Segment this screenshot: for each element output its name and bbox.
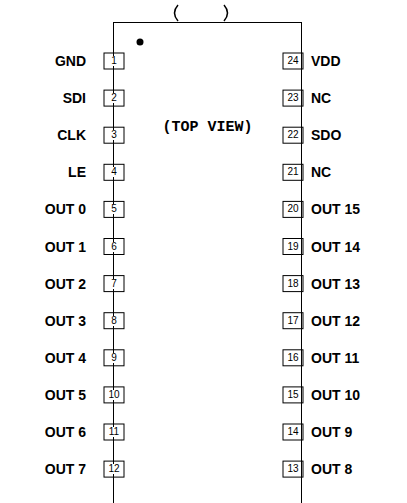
pin-name: NC (311, 165, 331, 179)
pin-name: OUT 2 (45, 277, 86, 291)
pin-number: 9 (110, 353, 118, 363)
pin-box (104, 424, 124, 440)
pin-number: 18 (286, 279, 299, 289)
pin-number: 15 (286, 390, 299, 400)
pin-name: GND (55, 54, 86, 68)
pin-box (283, 90, 303, 106)
pin-number: 12 (107, 464, 120, 474)
pin-name: VDD (311, 54, 341, 68)
pin-box (283, 164, 303, 180)
pin-number: 22 (286, 130, 299, 140)
view-label: (TOP VIEW) (114, 119, 301, 136)
pin-number: 10 (107, 390, 120, 400)
pin-number: 1 (110, 56, 118, 66)
notch-mark (175, 5, 179, 21)
pin-name: CLK (57, 128, 86, 142)
pin-number: 2 (110, 93, 118, 103)
pin-name: OUT 5 (45, 388, 86, 402)
pin-box (283, 461, 303, 477)
pin-name: OUT 0 (45, 202, 86, 216)
pin-name: OUT 15 (311, 202, 360, 216)
pin-box (283, 313, 303, 329)
pin-number: 13 (286, 464, 299, 474)
pin-box (283, 127, 303, 143)
pin-name: SDI (63, 91, 86, 105)
pin-box (104, 276, 124, 292)
pin-name: NC (311, 91, 331, 105)
pin-box (104, 164, 124, 180)
pin-number: 24 (286, 56, 299, 66)
pin-number: 3 (110, 130, 118, 140)
pin-number: 19 (286, 242, 299, 252)
pin-name: OUT 10 (311, 388, 360, 402)
pin-number: 11 (108, 427, 120, 437)
pin-number: 20 (286, 204, 299, 214)
pin-number: 6 (110, 242, 118, 252)
pin-name: OUT 11 (311, 351, 359, 365)
pin-number: 17 (286, 316, 299, 326)
pin-name: OUT 12 (311, 314, 360, 328)
pin-box (104, 201, 124, 217)
pin-box (283, 201, 303, 217)
pin-box (283, 387, 303, 403)
pin-box (104, 350, 124, 366)
pin-number: 16 (286, 353, 299, 363)
pin-box (104, 53, 124, 69)
pin-name: OUT 9 (311, 425, 352, 439)
pin-name: OUT 14 (311, 240, 360, 254)
pin-name: OUT 6 (45, 425, 86, 439)
pin-box (104, 387, 124, 403)
pin-number: 8 (110, 316, 118, 326)
pin-box (283, 239, 303, 255)
pin-box (104, 127, 124, 143)
pin-box (283, 276, 303, 292)
pin-box (104, 461, 124, 477)
pin-number: 7 (110, 279, 118, 289)
pin-name: OUT 13 (311, 277, 360, 291)
pin-name: SDO (311, 128, 341, 142)
pin1-dot (137, 39, 144, 46)
chip-body: (TOP VIEW) (113, 22, 302, 503)
pin-box (104, 239, 124, 255)
pin-box (283, 53, 303, 69)
notch-mark (224, 5, 228, 21)
pin-name: OUT 3 (45, 314, 86, 328)
pin-number: 14 (286, 427, 299, 437)
pin-number: 5 (110, 204, 118, 214)
pin-name: OUT 8 (311, 462, 352, 476)
pin-box (104, 313, 124, 329)
pin-number: 4 (110, 167, 118, 177)
pin-box (283, 350, 303, 366)
pin-name: OUT 1 (45, 240, 86, 254)
pin-name: OUT 7 (45, 462, 86, 476)
pin-box (283, 424, 303, 440)
pin-box (104, 90, 124, 106)
pin-number: 21 (286, 167, 299, 177)
pin-name: OUT 4 (45, 351, 86, 365)
pin-number: 23 (286, 93, 299, 103)
pin-name: LE (68, 165, 86, 179)
